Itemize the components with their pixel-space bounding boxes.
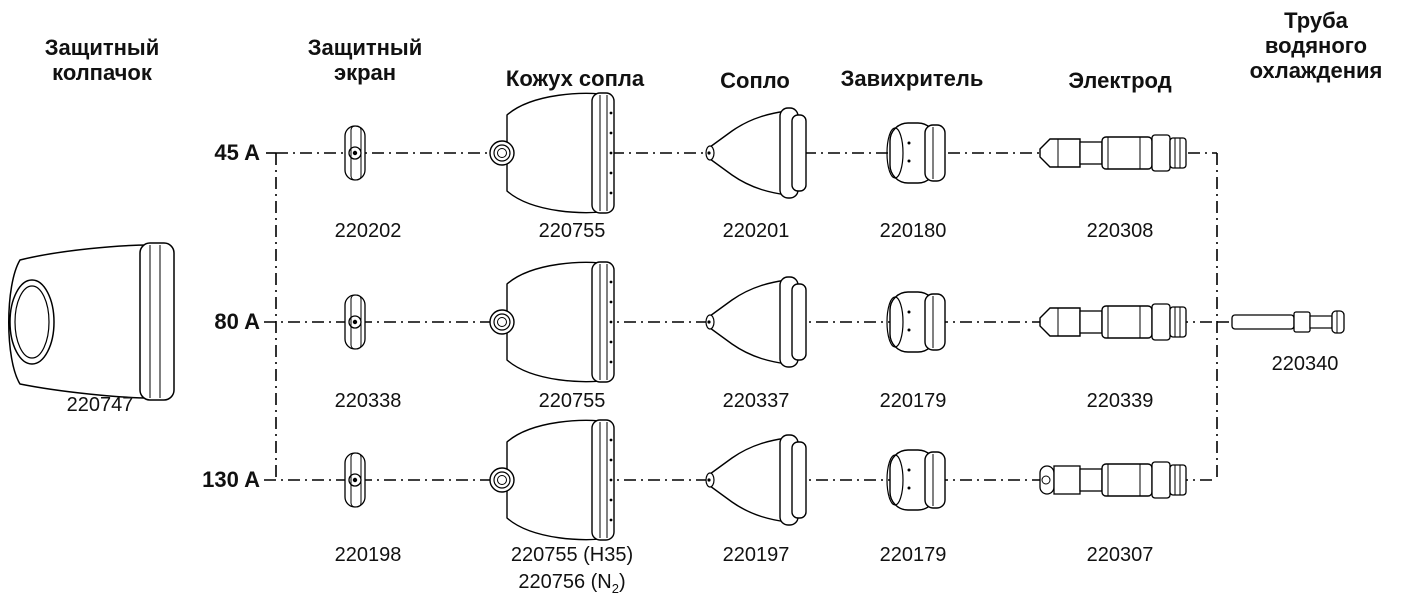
amperage-label-45: 45 A xyxy=(214,140,260,165)
amperage-label-130: 130 A xyxy=(202,467,260,492)
part-number-nozzle-cap-130: 220755 (H35) xyxy=(510,544,634,566)
header-nozzle: Сопло xyxy=(720,68,790,93)
part-number-nozzle-cap-130-alt-end: ) xyxy=(618,571,626,593)
header-nozzle-cap: Кожух сопла xyxy=(505,66,645,91)
part-number-shield-130: 220198 xyxy=(334,544,402,566)
part-number-nozzle-cap-130-alt: 220756 (N2) xyxy=(472,569,672,602)
part-number-shield-45: 220202 xyxy=(334,220,402,242)
part-number-swirl-ring-45: 220180 xyxy=(879,220,947,242)
part-number-nozzle-cap-130-alt-main: 220756 (N xyxy=(518,571,612,593)
shield-cap-part xyxy=(8,242,175,401)
part-number-electrode-130: 220307 xyxy=(1086,544,1154,566)
part-number-nozzle-45: 220201 xyxy=(722,220,790,242)
header-swirl-ring: Завихритель xyxy=(840,66,984,91)
part-number-swirl-ring-80: 220179 xyxy=(879,390,947,412)
part-number-electrode-45: 220308 xyxy=(1086,220,1154,242)
header-electrode: Электрод xyxy=(1068,68,1172,93)
part-number-nozzle-cap-130-alt-sub: 2 xyxy=(611,581,619,596)
water-tube-part xyxy=(1231,310,1345,334)
header-shield: Защитный экран xyxy=(307,35,423,85)
part-number-shield-80: 220338 xyxy=(334,390,402,412)
part-number-water-tube: 220340 xyxy=(1271,353,1339,375)
part-number-nozzle-130: 220197 xyxy=(722,544,790,566)
part-number-shield-cap: 220747 xyxy=(66,394,134,416)
part-number-electrode-80: 220339 xyxy=(1086,390,1154,412)
row-80a-parts xyxy=(344,261,1187,383)
row-130a-parts xyxy=(344,419,1187,541)
part-number-nozzle-80: 220337 xyxy=(722,390,790,412)
amperage-label-80: 80 A xyxy=(214,309,260,334)
part-number-nozzle-cap-45: 220755 xyxy=(538,220,606,242)
header-water-tube: Труба водяного охлаждения xyxy=(1249,8,1383,83)
part-number-swirl-ring-130: 220179 xyxy=(879,544,947,566)
header-shield-cap: Защитный колпачок xyxy=(44,35,160,85)
part-number-nozzle-cap-80: 220755 xyxy=(538,390,606,412)
